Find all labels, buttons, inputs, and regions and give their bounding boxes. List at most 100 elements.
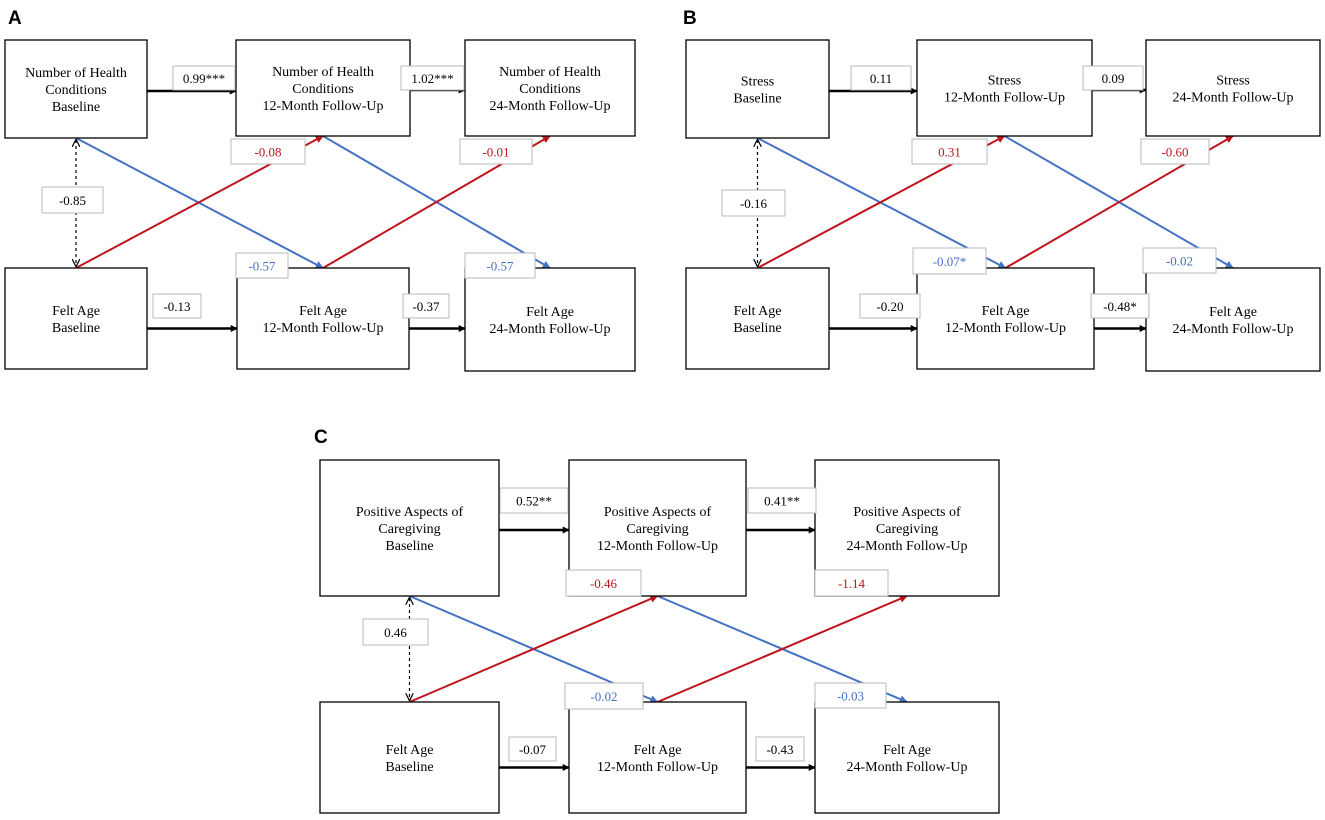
panel-c-top-node-baseline-frame <box>319 459 500 597</box>
panel-c-top-node-24-month-line-3: 24-Month Follow-Up <box>847 539 968 554</box>
panel-c-coef-red-1-frame <box>565 569 642 597</box>
panel-c-coef-red-2: -1.14 <box>814 569 889 597</box>
panel-b-felt-age-node-24-month: Felt Age 24-Month Follow-Up <box>1145 267 1321 372</box>
panel-a-coef-bottom-2: -0.37 <box>402 293 450 319</box>
panel-a-top-node-24-month-line-3: 24-Month Follow-Up <box>490 99 611 114</box>
panel-c-coef-red-2-text: -1.14 <box>838 576 866 591</box>
panel-c-felt-age-node-24-month-frame <box>814 701 1000 814</box>
panel-a-coef-red-2-text: -0.01 <box>482 145 509 160</box>
panel-c-coef-blue-1: -0.02 <box>564 682 644 710</box>
panel-b-felt-age-node-24-month-line-2: 24-Month Follow-Up <box>1173 322 1294 337</box>
panel-c-felt-age-node-24-month-line-2: 24-Month Follow-Up <box>847 760 968 775</box>
panel-c-top-node-12-month-frame <box>568 459 747 597</box>
panel-b-felt-age-node-baseline-line-2: Baseline <box>733 321 781 336</box>
panel-b-coef-blue-2: -0.02 <box>1142 247 1217 274</box>
panel-b-coef-top-1-text: 0.11 <box>870 71 892 86</box>
panel-c-coef-blue-1-frame <box>564 682 644 710</box>
panel-a-felt-age-node-24-month-frame <box>464 267 636 372</box>
panel-a-coef-red-1-text: -0.08 <box>254 145 281 160</box>
panel-b-coef-bottom-1-text: -0.20 <box>876 299 903 314</box>
panel-a-coef-red-2: -0.01 <box>459 138 533 165</box>
panel-a-felt-age-node-baseline-frame <box>4 267 148 370</box>
panel-a-coef-top-2-text: 1.02*** <box>411 71 453 86</box>
panel-a-coef-top-2-frame <box>400 65 465 91</box>
panel-a-top-node-12-month-line-1: Number of Health <box>272 65 374 80</box>
panel-b-coef-corr: -0.16 <box>721 189 786 217</box>
panel-a-top-node-12-month-line-2: Conditions <box>292 82 353 97</box>
panel-a-coef-blue-2-frame <box>464 252 536 279</box>
panel-b-coef-blue-2-frame <box>1142 247 1217 274</box>
panel-a-felt-age-node-baseline-line-1: Felt Age <box>52 304 100 319</box>
panel-c-felt-age-node-12-month-frame <box>568 701 747 814</box>
panel-b-coef-bottom-2-text: -0.48* <box>1103 299 1137 314</box>
panel-b-felt-age-node-24-month-line-1: Felt Age <box>1209 305 1257 320</box>
panel-a-coef-top-1-text: 0.99*** <box>183 71 225 86</box>
panel-c-coef-top-2-frame <box>747 487 817 514</box>
panel-a-top-node-24-month-line-2: Conditions <box>519 82 580 97</box>
panel-a-coef-bottom-1: -0.13 <box>152 293 202 319</box>
panel-c-top-node-24-month-line-2: Caregiving <box>876 522 938 537</box>
panel-b-coef-red-1: 0.31 <box>911 138 988 165</box>
panel-b-top-node-24-month-line-2: 24-Month Follow-Up <box>1173 91 1294 106</box>
panel-b-letter: B <box>683 8 697 29</box>
panel-c-coef-blue-2-frame <box>814 682 887 709</box>
panel-c-red-path-2-arrow <box>657 595 908 703</box>
panel-a-felt-age-node-12-month-line-2: 12-Month Follow-Up <box>263 321 384 336</box>
panel-a-coef-blue-2-text: -0.57 <box>486 259 514 274</box>
panel-b-coef-blue-1-text: -0.07* <box>933 254 967 269</box>
panel-c-top-node-baseline-line-3: Baseline <box>385 539 433 554</box>
panel-a-felt-age-node-baseline-line-2: Baseline <box>52 321 100 336</box>
panel-c-top-node-baseline-line-2: Caregiving <box>378 522 440 537</box>
panel-c-coef-bottom-2-frame <box>755 736 805 762</box>
panel-a-coef-corr-text: -0.85 <box>59 193 86 208</box>
panel-b-coef-corr-frame <box>721 189 786 217</box>
panel-c-coef-bottom-1: -0.07 <box>508 736 557 762</box>
panel-b-coef-red-2: -0.60 <box>1140 138 1210 165</box>
panel-a-coef-bottom-1-frame <box>152 293 202 319</box>
panel-b-coef-bottom-1: -0.20 <box>859 293 921 319</box>
panel-b-coef-blue-1: -0.07* <box>912 247 987 275</box>
panel-a-coef-bottom-1-text: -0.13 <box>163 299 190 314</box>
panel-c-coef-red-1: -0.46 <box>565 569 642 597</box>
panel-c-felt-age-node-12-month-line-2: 12-Month Follow-Up <box>597 760 718 775</box>
panel-a-top-node-baseline-frame <box>4 39 148 139</box>
panel-a-top-node-baseline-line-3: Baseline <box>52 100 100 115</box>
panel-c-felt-age-node-baseline-line-2: Baseline <box>385 760 433 775</box>
panel-a-coef-top-2: 1.02*** <box>400 65 465 91</box>
panel-c-coef-top-2: 0.41** <box>747 487 817 514</box>
panel-b-felt-age-node-12-month-line-1: Felt Age <box>982 304 1030 319</box>
panel-c-coef-bottom-2-text: -0.43 <box>766 742 793 757</box>
panel-b-coef-red-2-text: -0.60 <box>1161 145 1188 160</box>
panel-a-felt-age-node-24-month-line-1: Felt Age <box>526 305 574 320</box>
panel-c-coef-blue-2-text: -0.03 <box>837 689 864 704</box>
panel-c-coef-blue-1-text: -0.02 <box>590 689 617 704</box>
panel-b-top-node-baseline-frame <box>685 39 830 139</box>
panel-b-coef-top-1-frame <box>850 65 912 91</box>
panel-a-top-node-baseline-line-1: Number of Health <box>25 66 127 81</box>
panel-a-felt-age-node-24-month-line-2: 24-Month Follow-Up <box>490 322 611 337</box>
panel-a-coef-blue-2: -0.57 <box>464 252 536 279</box>
panel-b-coef-top-2: 0.09 <box>1082 65 1144 91</box>
panel-c-coef-top-2-text: 0.41** <box>764 494 800 509</box>
panel-a-top-node-baseline-line-2: Conditions <box>45 83 106 98</box>
panel-c-letter: C <box>314 427 328 448</box>
panel-b-top-node-12-month-line-2: 12-Month Follow-Up <box>944 91 1065 106</box>
panel-b-felt-age-node-24-month-frame <box>1145 267 1321 372</box>
panel-b-top-node-baseline-line-2: Baseline <box>733 92 781 107</box>
panel-a-top-node-24-month-frame <box>464 39 636 137</box>
panel-b-top-node-12-month-frame <box>916 39 1093 137</box>
panel-c-coef-red-2-frame <box>814 569 889 597</box>
panel-b-coef-bottom-2-frame <box>1090 293 1150 319</box>
